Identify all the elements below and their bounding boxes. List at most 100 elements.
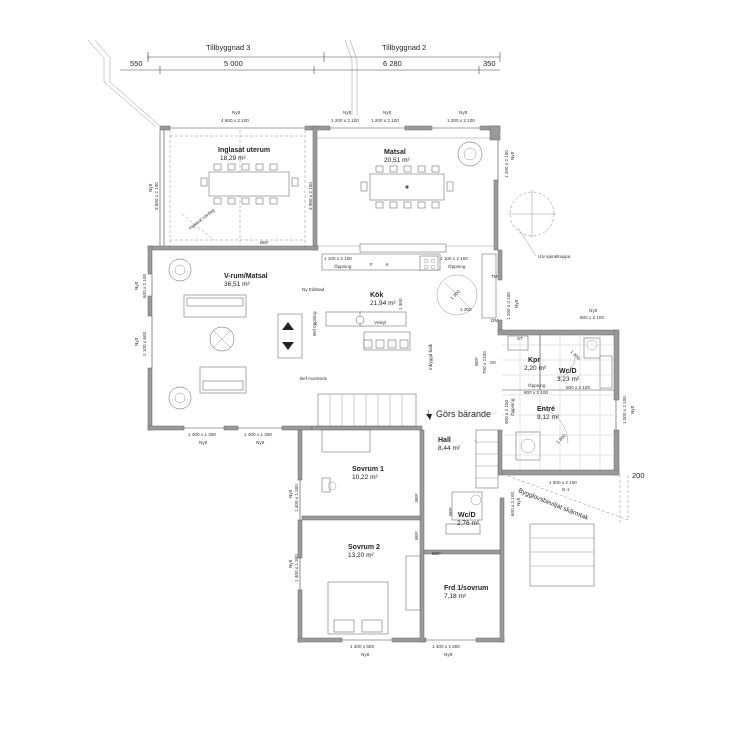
- note-nytt-uterum: Nytt: [232, 110, 241, 115]
- note-window-entre-2: 800 x 2 100: [566, 385, 590, 390]
- note-nytt-matsal-1: Nytt: [343, 110, 352, 115]
- note-nytt-entre-right: Nytt: [630, 405, 635, 414]
- room-area-inglasat-uterum: 18,29 m²: [220, 155, 246, 162]
- note-window-kok-1: 1 100 x 2 100: [324, 256, 352, 261]
- note-nytt-sovrum-1: Nytt: [288, 489, 293, 498]
- note-window-frd-bottom: 1 400 x 1 300: [432, 644, 460, 649]
- room-name-sovrum-2: Sovrum 2: [348, 544, 380, 551]
- note-bef-sovrum-1: BEF: [414, 493, 419, 502]
- note-window-door-entre: 1 500 x 2 100: [549, 480, 577, 485]
- room-name-inglasat-uterum: Inglasat uterum: [218, 147, 270, 154]
- note-window-matsal-right: 1 200 x 2 100: [504, 150, 509, 178]
- note-bef-wc: BEF: [448, 507, 453, 516]
- note-window-uterum: 4 600 x 2 100: [221, 118, 249, 123]
- dim-value-6280: 6 280: [383, 59, 402, 68]
- note-dim-entre-1800: 1 800: [555, 433, 567, 445]
- site-boundary: [87, 39, 358, 127]
- dim-label-tillbyggnad-3: Tillbyggnad 3: [206, 43, 250, 52]
- note-nytt-vrum-2: Nytt: [134, 337, 139, 346]
- note-dm: DM: [491, 318, 498, 323]
- room-name-v-rum-matsal: V-rum/Matsal: [224, 273, 268, 280]
- room-area-kpr: 2,20 m²: [524, 365, 547, 372]
- note-vinkyl: Vinkyl: [374, 320, 386, 325]
- dimension-chain: Tillbyggnad 3 Tillbyggnad 2 550 5 000 6 …: [120, 43, 501, 74]
- room-area-wcd-hall: 2,76 m²: [457, 520, 480, 527]
- note-nytt-sovrum2-bottom: Nytt: [361, 652, 370, 657]
- note-nytt-wc-top: Nytt: [589, 308, 598, 313]
- room-area-entre: 9,12 m²: [537, 414, 560, 421]
- note-window-uterum-inner: 3 900 x 2 100: [308, 182, 313, 210]
- note-window-vrum-2: 2 100 x 600: [142, 332, 147, 356]
- note-nytt-vrum-bottom-2: Nytt: [256, 440, 265, 445]
- room-area-sovrum-1: 10,22 m²: [352, 474, 378, 481]
- room-area-frd-sovrum: 7,18 m²: [444, 593, 467, 600]
- note-k: K: [386, 262, 390, 267]
- note-opening-kok-2: Öppning: [448, 263, 466, 269]
- room-name-entre: Entré: [537, 406, 555, 413]
- room-name-frd-sovrum: Frd 1/sovrum: [444, 585, 488, 592]
- note-intakt-balk: Inbyggd balk: [428, 343, 433, 370]
- note-bef-sovrum-2: BEF: [414, 531, 419, 540]
- dim-value-350: 350: [483, 59, 496, 68]
- dim-value-550: 550: [130, 59, 143, 68]
- note-bygglov: Bygglovsbeviljat skärmtak: [517, 487, 590, 522]
- note-window-vrum-bottom-1: 1 400 x 1 300: [188, 432, 216, 437]
- note-dim-kok-diag: 1 300: [449, 289, 461, 301]
- note-bef-uterum: BEF: [260, 240, 269, 245]
- note-inglasat-vardag: Inglasat vardag: [188, 207, 216, 231]
- note-window-kok-2: 1 100 x 2 100: [440, 256, 468, 261]
- room-name-matsal: Matsal: [384, 149, 406, 156]
- dim-value-5000: 5 000: [224, 59, 243, 68]
- note-window-vrum-bottom-2: 1 400 x 1 300: [244, 432, 272, 437]
- note-dim-kok-1300c: 1 300: [460, 307, 472, 312]
- note-tm: TM: [491, 274, 498, 279]
- walls: [147, 125, 620, 643]
- note-st: ST: [517, 336, 523, 341]
- note-opening-entre-2: Öppning: [509, 398, 515, 416]
- note-nytt-uterum-side: Nytt: [148, 183, 153, 192]
- room-area-wcd-entre: 3,23 m²: [557, 376, 580, 383]
- note-ny-eldstad: Ny Eldstad: [302, 287, 325, 292]
- note-window-entre-1: 800 x 2 100: [524, 390, 548, 395]
- note-nytt-frd-bottom: Nytt: [444, 652, 453, 657]
- room-area-matsal: 20,51 m²: [384, 157, 410, 164]
- note-bef-murstock: Bef murstock: [300, 376, 328, 381]
- arrow-markers: [426, 409, 432, 421]
- note-window-frd-right: 600 x 2 100: [510, 492, 515, 516]
- note-nytt-frd-right: Nytt: [516, 497, 521, 506]
- note-window-matsal-2: 1 200 x 2 100: [371, 118, 399, 123]
- note-opening-kok-1: Öppning: [334, 263, 352, 269]
- room-labels: Inglasat uterum 18,29 m² Matsal 20,51 m²…: [218, 147, 580, 600]
- note-nytt-kitchen-right: Nytt: [514, 299, 519, 308]
- room-name-wcd-entre: Wc/D: [559, 368, 577, 375]
- entry-area: [507, 190, 629, 587]
- dim-label-tillbyggnad-2: Tillbyggnad 2: [382, 43, 426, 52]
- note-d1: D-1: [562, 487, 570, 492]
- note-dim-wc-1300: 1 300: [569, 349, 581, 361]
- note-window-sovrum2-bottom: 1 400 x 600: [350, 644, 374, 649]
- room-area-v-rum-matsal: 36,51 m²: [224, 281, 250, 288]
- room-area-sovrum-2: 13,20 m²: [348, 552, 374, 559]
- room-area-hall: 8,44 m²: [438, 445, 461, 452]
- note-nytt-matsal-2: Nytt: [383, 110, 392, 115]
- note-nytt-matsal-3: Nytt: [459, 110, 468, 115]
- note-window-vrum-1: 600 x 2 100: [142, 274, 147, 298]
- tile-grid: [502, 335, 614, 470]
- room-name-kok: Kök: [370, 292, 383, 299]
- room-area-kok: 21,94 m²: [370, 300, 396, 307]
- note-dim-200: 200: [632, 471, 645, 480]
- note-window-wc-top: 600 x 2 100: [580, 315, 604, 320]
- note-nytt-vrum-bottom-1: Nytt: [199, 440, 208, 445]
- note-nytt-matsal-right: Nytt: [510, 151, 515, 160]
- note-window-uterum-side: 3 600 x 2 100: [154, 182, 159, 210]
- note-bef-kpr: BEF: [474, 357, 479, 366]
- note-bef-frd: BEF: [432, 551, 441, 556]
- note-nytt-sovrum-2: Nytt: [288, 559, 293, 568]
- room-name-kpr: Kpr: [528, 357, 540, 364]
- room-name-sovrum-1: Sovrum 1: [352, 466, 384, 473]
- note-f: F: [370, 262, 373, 267]
- note-window-entre-right: 1 000 x 2 100: [622, 396, 627, 424]
- note-window-kitchen-right: 1 200 x 2 100: [506, 292, 511, 320]
- note-dim-kok-1300: 1 300: [398, 298, 403, 310]
